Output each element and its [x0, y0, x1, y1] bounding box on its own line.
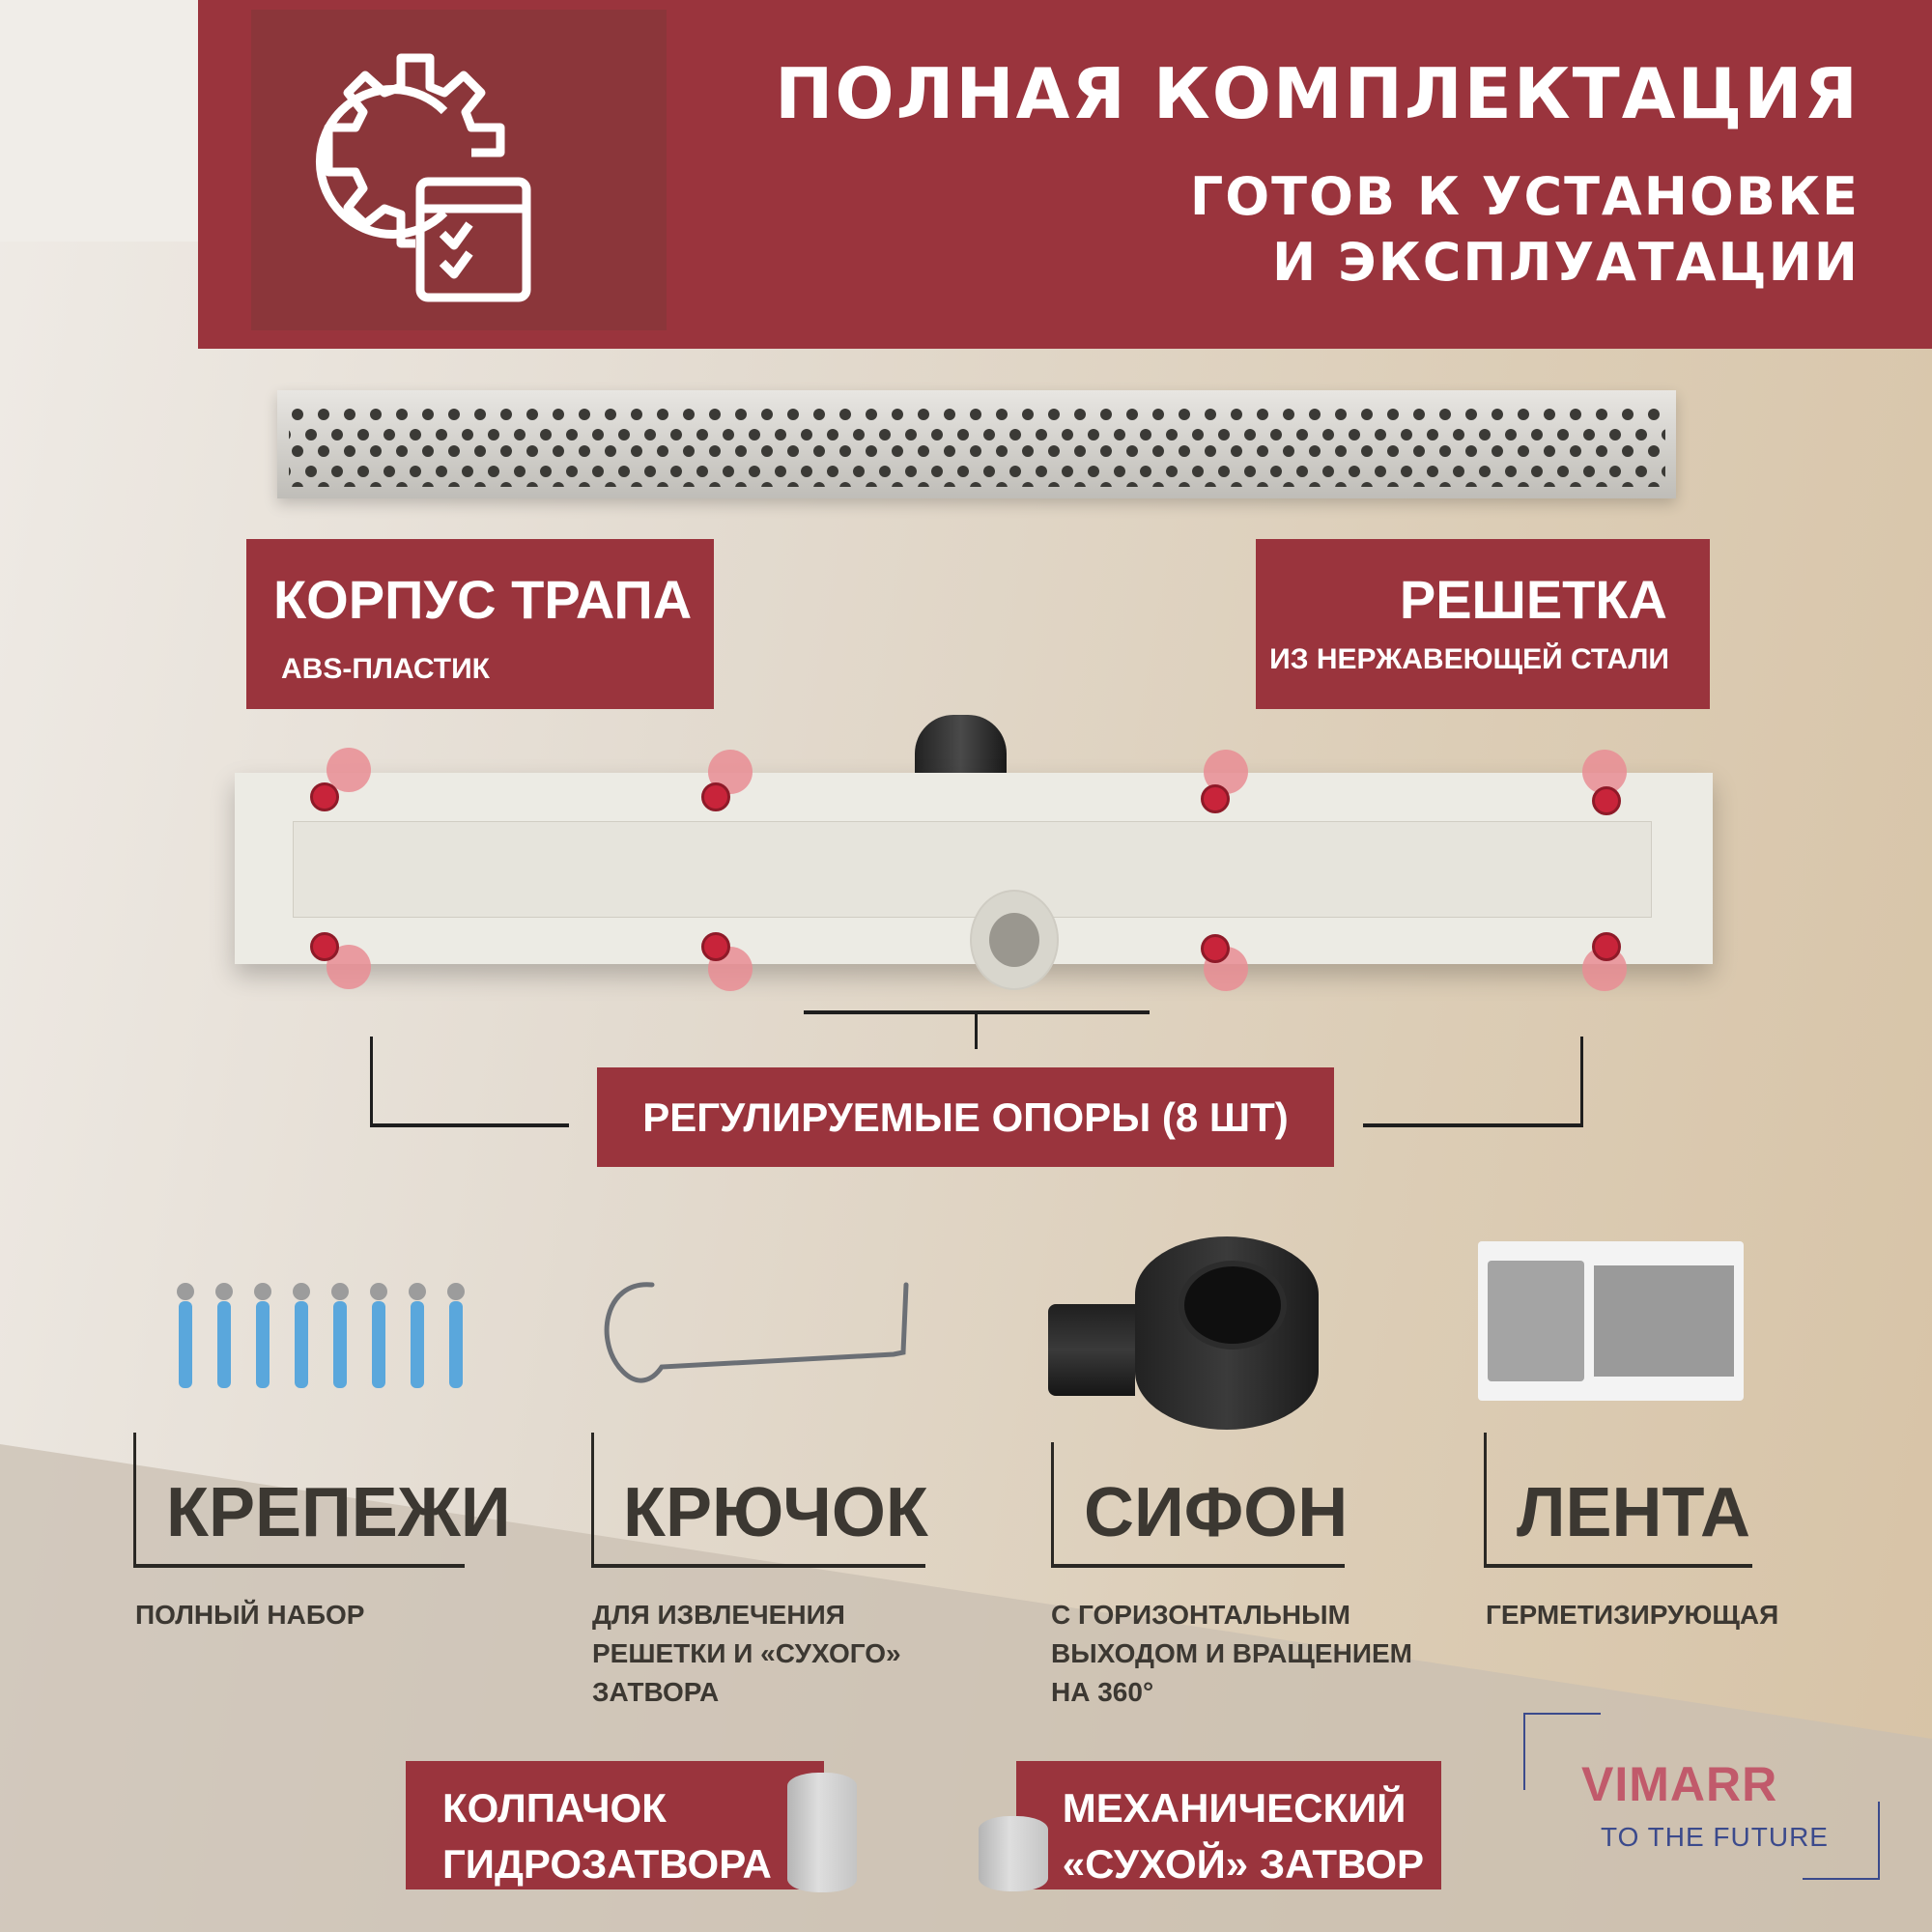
drain-hole	[970, 890, 1059, 990]
support-screw	[1592, 932, 1621, 961]
item-title-tape: ЛЕНТА	[1517, 1474, 1750, 1551]
dry-trap-text: МЕХАНИЧЕСКИЙ «СУХОЙ» ЗАТВОР	[1062, 1785, 1424, 1887]
dry-trap-image	[979, 1816, 1048, 1891]
page-subtitle: ГОТОВ К УСТАНОВКЕ И ЭКСПЛУАТАЦИИ	[1190, 164, 1860, 296]
water-seal-cap-image	[787, 1773, 857, 1892]
logo-frame-line	[1803, 1878, 1880, 1880]
support-screw	[701, 782, 730, 811]
brand-tagline: TO THE FUTURE	[1601, 1822, 1829, 1852]
water-seal-cap-text: КОЛПАЧОК ГИДРОЗАТВОРА	[442, 1785, 772, 1887]
connector-line	[370, 1123, 569, 1127]
support-foot	[327, 748, 371, 792]
logo-frame-line	[1878, 1802, 1880, 1879]
support-screw	[310, 782, 339, 811]
page-title: ПОЛНАЯ КОМПЛЕКТАЦИЯ	[775, 53, 1860, 134]
bracket-line	[591, 1433, 594, 1566]
drain-channel	[293, 821, 1652, 990]
supports-title: РЕГУЛИРУЕМЫЕ ОПОРЫ (8 ШТ)	[642, 1094, 1289, 1140]
background-light-block	[0, 0, 198, 242]
brand-logo: VIMARR	[1581, 1757, 1778, 1811]
support-screw	[701, 932, 730, 961]
logo-frame-line	[1523, 1713, 1601, 1715]
item-desc-hook: ДЛЯ ИЗВЛЕЧЕНИЯ РЕШЕТКИ И «СУХОГО» ЗАТВОР…	[592, 1600, 901, 1707]
drain-body-label: КОРПУС ТРАПА ABS-ПЛАСТИК	[246, 539, 714, 709]
item-title-siphon: СИФОН	[1084, 1474, 1349, 1551]
bracket-line	[1051, 1442, 1054, 1566]
gear-checklist-icon	[251, 10, 667, 330]
connector-line	[1363, 1123, 1583, 1127]
subtitle-line-2: И ЭКСПЛУАТАЦИИ	[1272, 232, 1860, 293]
connector-line	[1580, 1037, 1583, 1126]
bracket-line	[1484, 1564, 1752, 1568]
bracket-line	[1484, 1433, 1487, 1566]
drain-body-material: ABS-ПЛАСТИК	[281, 653, 490, 685]
support-screw	[1201, 784, 1230, 813]
item-desc-siphon: С ГОРИЗОНТАЛЬНЫМ ВЫХОДОМ И ВРАЩЕНИЕМ НА …	[1051, 1600, 1412, 1707]
support-screw	[310, 932, 339, 961]
grate-material: ИЗ НЕРЖАВЕЮЩЕЙ СТАЛИ	[1269, 643, 1669, 675]
hook-image	[604, 1282, 909, 1383]
bracket-line	[591, 1564, 925, 1568]
dry-trap-label: МЕХАНИЧЕСКИЙ «СУХОЙ» ЗАТВОР	[1016, 1761, 1441, 1889]
header-banner: ПОЛНАЯ КОМПЛЕКТАЦИЯ ГОТОВ К УСТАНОВКЕ И …	[198, 0, 1932, 349]
grate-perforation	[289, 408, 1665, 487]
sealing-tape-image	[1478, 1241, 1744, 1401]
connector-line	[370, 1037, 373, 1126]
subtitle-line-1: ГОТОВ К УСТАНОВКЕ	[1189, 166, 1860, 227]
bracket-line	[1051, 1564, 1345, 1568]
siphon-image	[1048, 1236, 1328, 1430]
support-screw	[1592, 786, 1621, 815]
item-title-hook: КРЮЧОК	[623, 1474, 928, 1551]
grate-title: РЕШЕТКА	[1399, 569, 1667, 630]
bracket-line	[133, 1433, 136, 1566]
grate-label: РЕШЕТКА ИЗ НЕРЖАВЕЮЩЕЙ СТАЛИ	[1256, 539, 1710, 709]
water-seal-cap-label: КОЛПАЧОК ГИДРОЗАТВОРА	[406, 1761, 824, 1889]
drain-body-image	[235, 748, 1713, 991]
connector-line	[975, 1010, 978, 1049]
supports-label: РЕГУЛИРУЕМЫЕ ОПОРЫ (8 ШТ)	[597, 1067, 1334, 1167]
grate-image	[277, 390, 1676, 498]
drain-outlet-pipe	[915, 715, 1007, 775]
support-screw	[1201, 934, 1230, 963]
item-desc-tape: ГЕРМЕТИЗИРУЮЩАЯ	[1486, 1600, 1779, 1630]
dowels-screws-image	[177, 1283, 465, 1388]
drain-body-title: КОРПУС ТРАПА	[273, 569, 693, 630]
item-title-fasteners: КРЕПЕЖИ	[166, 1474, 511, 1551]
logo-frame-line	[1523, 1713, 1525, 1790]
item-desc-fasteners: ПОЛНЫЙ НАБОР	[135, 1600, 365, 1630]
bracket-line	[133, 1564, 465, 1568]
